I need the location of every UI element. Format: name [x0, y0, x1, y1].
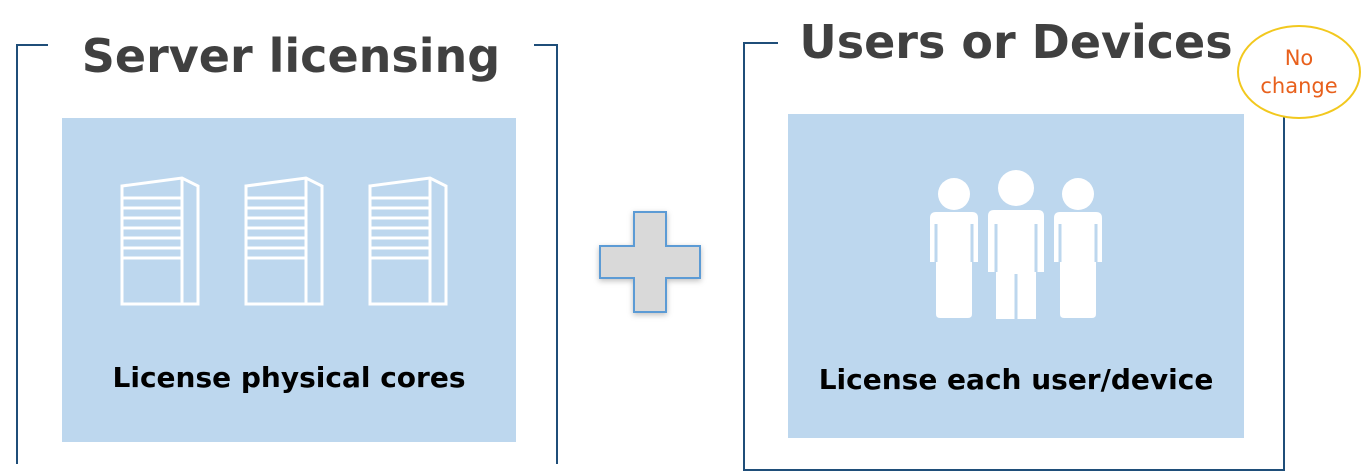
badge-line-1: No [1284, 46, 1314, 70]
no-change-badge: No change [1237, 25, 1361, 119]
right-section-title: Users or Devices [778, 12, 1254, 72]
server-icon [244, 176, 324, 306]
left-section-title: Server licensing [48, 26, 534, 86]
server-icon [120, 176, 200, 306]
server-icon [368, 176, 448, 306]
left-section-caption: License physical cores [112, 361, 466, 394]
users-group-icon [930, 170, 1102, 319]
badge-line-2: change [1260, 74, 1338, 98]
users-devices-panel: License each user/device [788, 114, 1244, 438]
server-licensing-panel: License physical cores [62, 118, 516, 442]
right-section-caption: License each user/device [818, 363, 1214, 396]
plus-icon [599, 211, 701, 313]
